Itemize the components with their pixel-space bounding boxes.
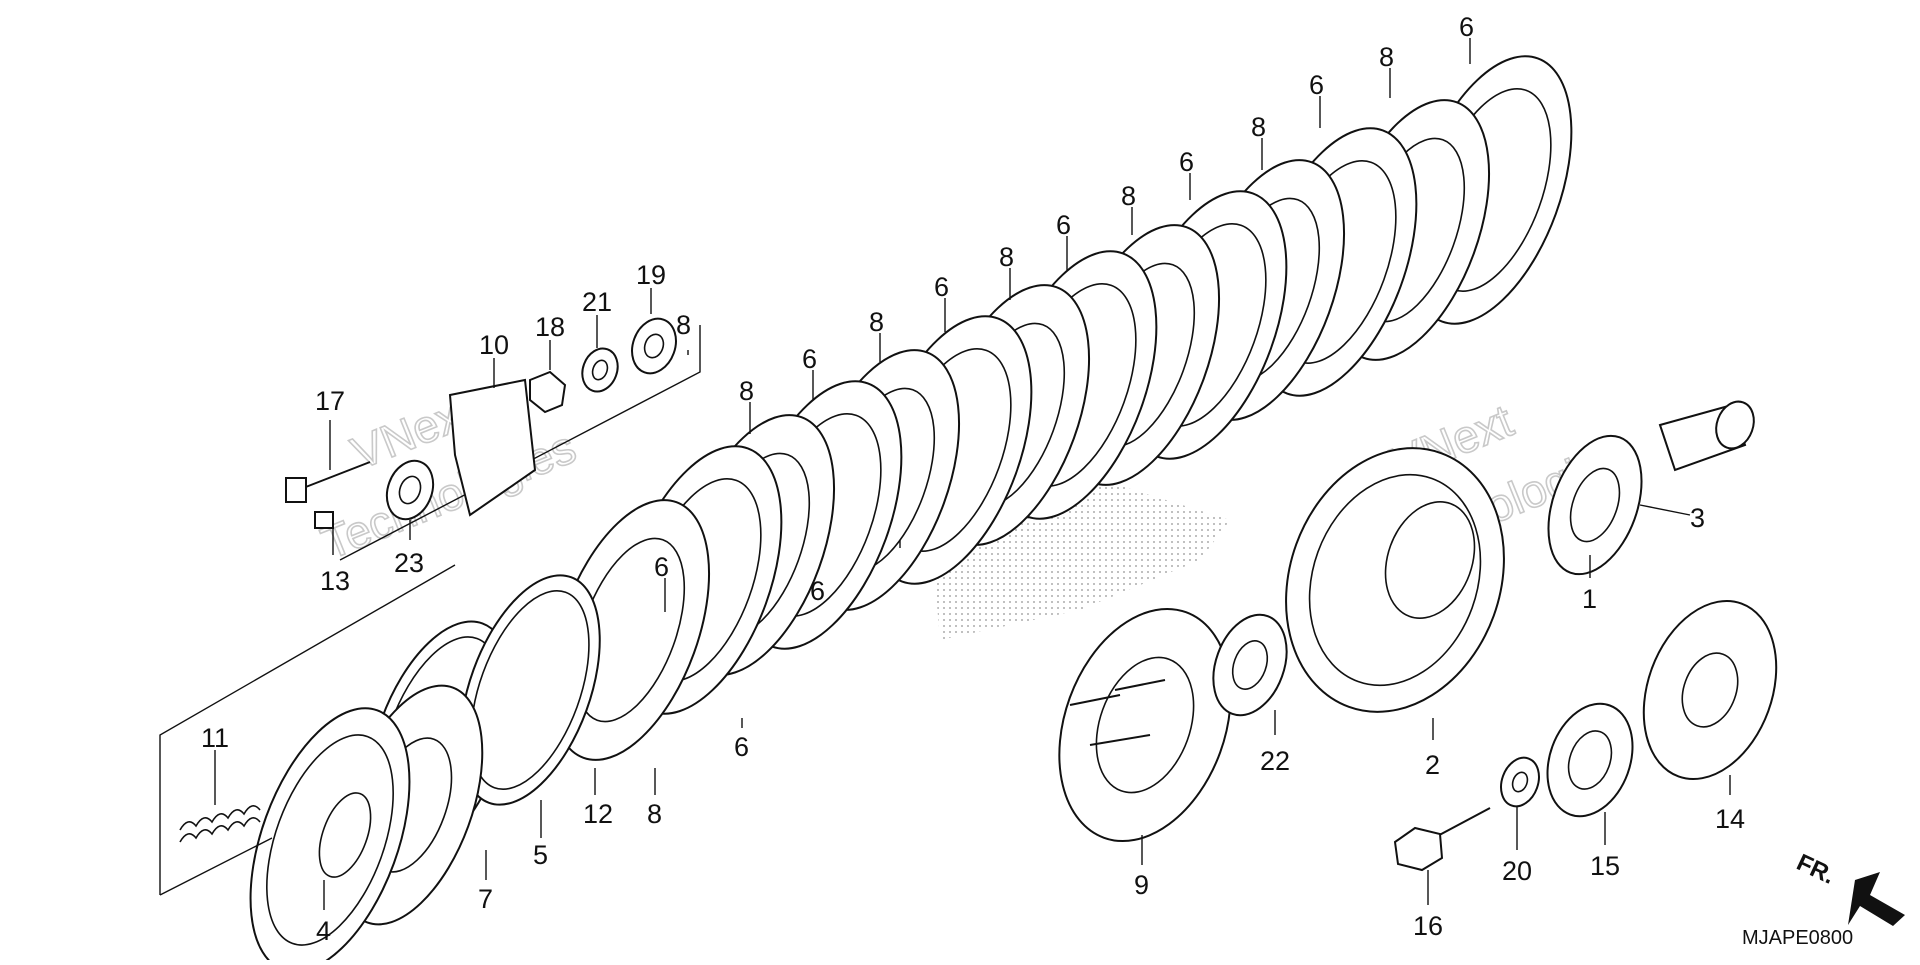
primary-drive-gear-bore [1569,467,1621,543]
drive-gears [1393,599,1778,872]
collar-end [1715,400,1755,450]
thrust-washer [1212,613,1288,717]
spring-seat-inner [470,589,590,791]
callout-label: 6 [734,732,749,762]
callout-label: 8 [999,242,1014,272]
clutch-outer-boss [318,792,372,878]
assembly-bracket [339,325,701,561]
callout-label: 6 [1056,210,1071,240]
spring-coil [179,805,261,831]
direction-label: FR. [1792,849,1838,890]
washer-hole [591,359,609,381]
callout-label: 4 [316,916,331,946]
callout-label: 1 [1582,584,1597,614]
clutch-center-basket [1285,447,1505,713]
callout-label: 8 [1379,42,1394,72]
callout-label: 6 [1459,12,1474,42]
primary-drive-gear [1547,434,1643,576]
gear-bore [1681,652,1739,728]
pressure-plate [1058,607,1288,843]
callout-label: 5 [533,840,548,870]
washer [631,317,677,375]
washer [581,347,619,393]
callout-label: 23 [394,548,424,578]
clutch-outer [249,707,411,965]
lock-nut [529,370,567,414]
callout-label: 10 [479,330,509,360]
flange-bolt-head [1393,826,1444,872]
callout-label: 6 [802,344,817,374]
bearing [385,459,435,521]
callout-label: 8 [1121,181,1136,211]
spring-coil [179,817,261,843]
callout-label: 16 [1413,911,1443,941]
clutch-center-wall [1308,473,1482,687]
pressure-plate-disc [1058,607,1232,843]
one-way-clutch-bore [1567,730,1613,790]
callout-label: 3 [1690,503,1705,533]
direction-arrow-icon [1848,872,1905,926]
dowel-pin [314,511,334,529]
washer-hole [1511,771,1529,793]
leader-line [1639,504,1691,516]
callout-label: 8 [869,307,884,337]
callout-label: 9 [1134,870,1149,900]
assembly-bracket [159,564,456,895]
clutch-center [1285,400,1755,713]
clutch-outer-rim [266,734,394,946]
callout-label: 19 [636,260,666,290]
callout-label: 13 [320,566,350,596]
pressure-plate-post [1114,679,1166,691]
bearing-race [398,475,422,505]
front-direction-indicator: FR. [1792,849,1905,926]
front-clutch-parts [159,325,701,965]
washer [1500,756,1540,808]
callout-label: 6 [810,576,825,606]
callout-label: 17 [315,386,345,416]
callout-label: 6 [934,272,949,302]
diagram-code: MJAPE0800 [1742,927,1853,949]
one-way-clutch [1546,702,1634,818]
pressure-plate-post [1069,694,1121,706]
thrust-washer-hole [1231,640,1269,690]
callout-label: 8 [676,310,691,340]
clutch-center-hub [1384,501,1476,619]
clutch-plate-stack [549,55,1573,761]
callout-label: 8 [647,799,662,829]
pressure-plate-post [1089,734,1151,746]
pressure-plate-hub [1095,656,1195,794]
callout-label: 8 [739,376,754,406]
callout-label: 21 [582,287,612,317]
callout-label: 11 [201,723,229,753]
callout-label: 20 [1502,856,1532,886]
callout-label: 12 [583,799,613,829]
bolt-shank [297,461,371,491]
assembly-bracket-line [159,837,273,896]
callout-label: 15 [1590,851,1620,881]
lifter-plate [448,378,537,517]
callout-label: 14 [1715,804,1745,834]
callout-group: 6 8 6 8 6 8 6 8 6 8 6 8 6 8 6 19 21 18 [201,12,1745,946]
callout-label: 2 [1425,750,1440,780]
callout-label: 6 [1309,70,1324,100]
gear [1642,599,1778,781]
callout-label: 18 [535,312,565,342]
spring-seat [459,574,601,806]
callout-label: 6 [1179,147,1194,177]
callout-label: 7 [478,884,493,914]
callout-label: 8 [1251,112,1266,142]
lifter-parts [285,317,677,529]
washer-hole [643,333,665,359]
callout-label: 6 [654,552,669,582]
callout-label: 22 [1260,746,1290,776]
bolt-head [285,477,307,503]
